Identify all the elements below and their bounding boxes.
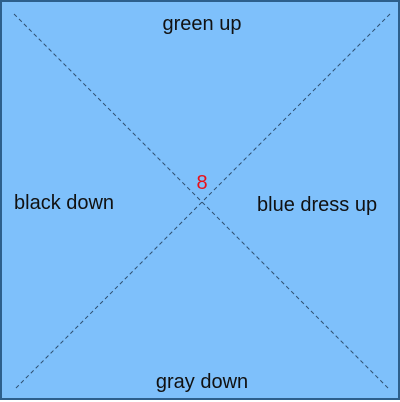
- center-number: 8: [196, 172, 208, 194]
- diagonal-line-top-right-to-bottom-left: [13, 13, 391, 391]
- region-label-right: blue dress up: [257, 194, 378, 216]
- region-label-left: black down: [14, 192, 115, 214]
- diagonal-line-top-left-to-bottom-right: [13, 13, 391, 391]
- region-label-top: green up: [162, 13, 242, 35]
- region-label-bottom: gray down: [155, 371, 249, 393]
